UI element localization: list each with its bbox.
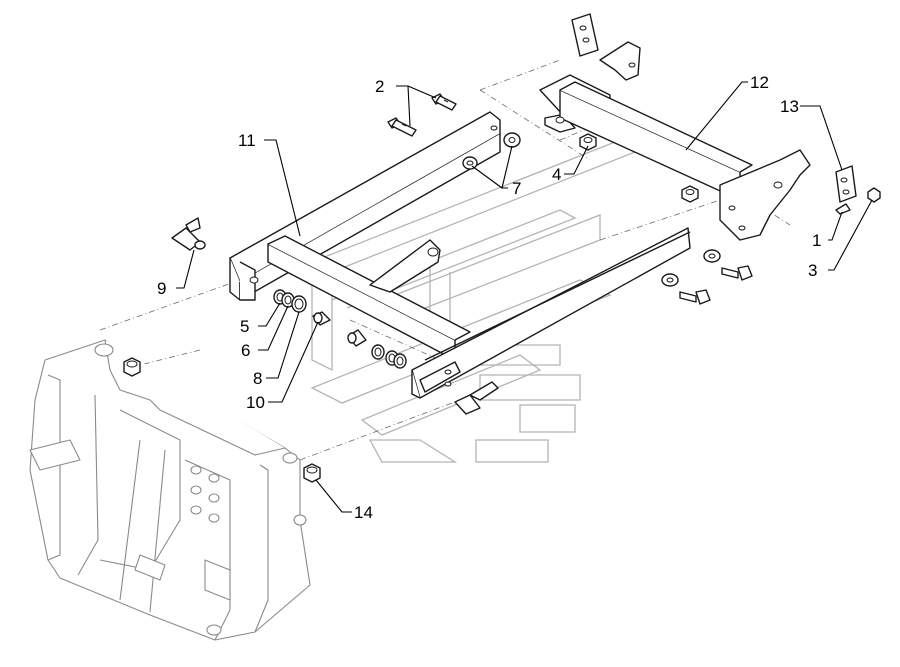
callout-11: 11 bbox=[238, 131, 256, 150]
callout-12: 12 bbox=[750, 73, 769, 92]
washer-right-upper bbox=[703, 249, 721, 263]
plate-13 bbox=[835, 165, 857, 203]
bracket-assembly-12 bbox=[539, 41, 811, 241]
callout-1: 1 bbox=[812, 231, 821, 250]
callout-4: 4 bbox=[552, 165, 561, 184]
callout-13: 13 bbox=[780, 97, 799, 116]
callout-14: 14 bbox=[354, 503, 373, 522]
frame-nut bbox=[123, 357, 141, 377]
callout-labels: 2 11 12 13 4 7 9 5 6 8 10 14 1 3 bbox=[157, 73, 821, 522]
ring-8 bbox=[291, 295, 307, 313]
callout-10: 10 bbox=[246, 393, 265, 412]
rings-rear bbox=[371, 344, 407, 369]
callout-7: 7 bbox=[512, 179, 521, 198]
nut-3 bbox=[867, 187, 881, 203]
plate-top bbox=[571, 13, 599, 57]
callout-3: 3 bbox=[808, 261, 817, 280]
washer-7-lower bbox=[462, 156, 478, 170]
pin-9 bbox=[171, 217, 206, 251]
callout-5: 5 bbox=[240, 317, 249, 336]
nut-bracket-12 bbox=[681, 185, 699, 203]
callout-9: 9 bbox=[157, 279, 166, 298]
bolt-1 bbox=[835, 203, 851, 215]
bolt-2-lower bbox=[387, 117, 417, 137]
pin-bracket-11 bbox=[454, 381, 499, 415]
callout-2: 2 bbox=[375, 77, 384, 96]
callout-8: 8 bbox=[253, 369, 262, 388]
callout-6: 6 bbox=[241, 341, 250, 360]
bolt-right-lower bbox=[679, 289, 711, 305]
bolt-2-upper bbox=[431, 93, 457, 111]
bolt-right-upper bbox=[721, 265, 753, 281]
washer-right-lower bbox=[661, 273, 679, 287]
fitting-10 bbox=[312, 311, 331, 326]
nut-14 bbox=[303, 463, 321, 483]
leader-lines bbox=[176, 81, 873, 513]
bracket-assembly-11 bbox=[229, 111, 691, 399]
nut-4 bbox=[579, 133, 597, 151]
washer-7-upper bbox=[503, 132, 521, 148]
fitting-rear bbox=[347, 329, 367, 347]
base-frame bbox=[29, 339, 311, 641]
